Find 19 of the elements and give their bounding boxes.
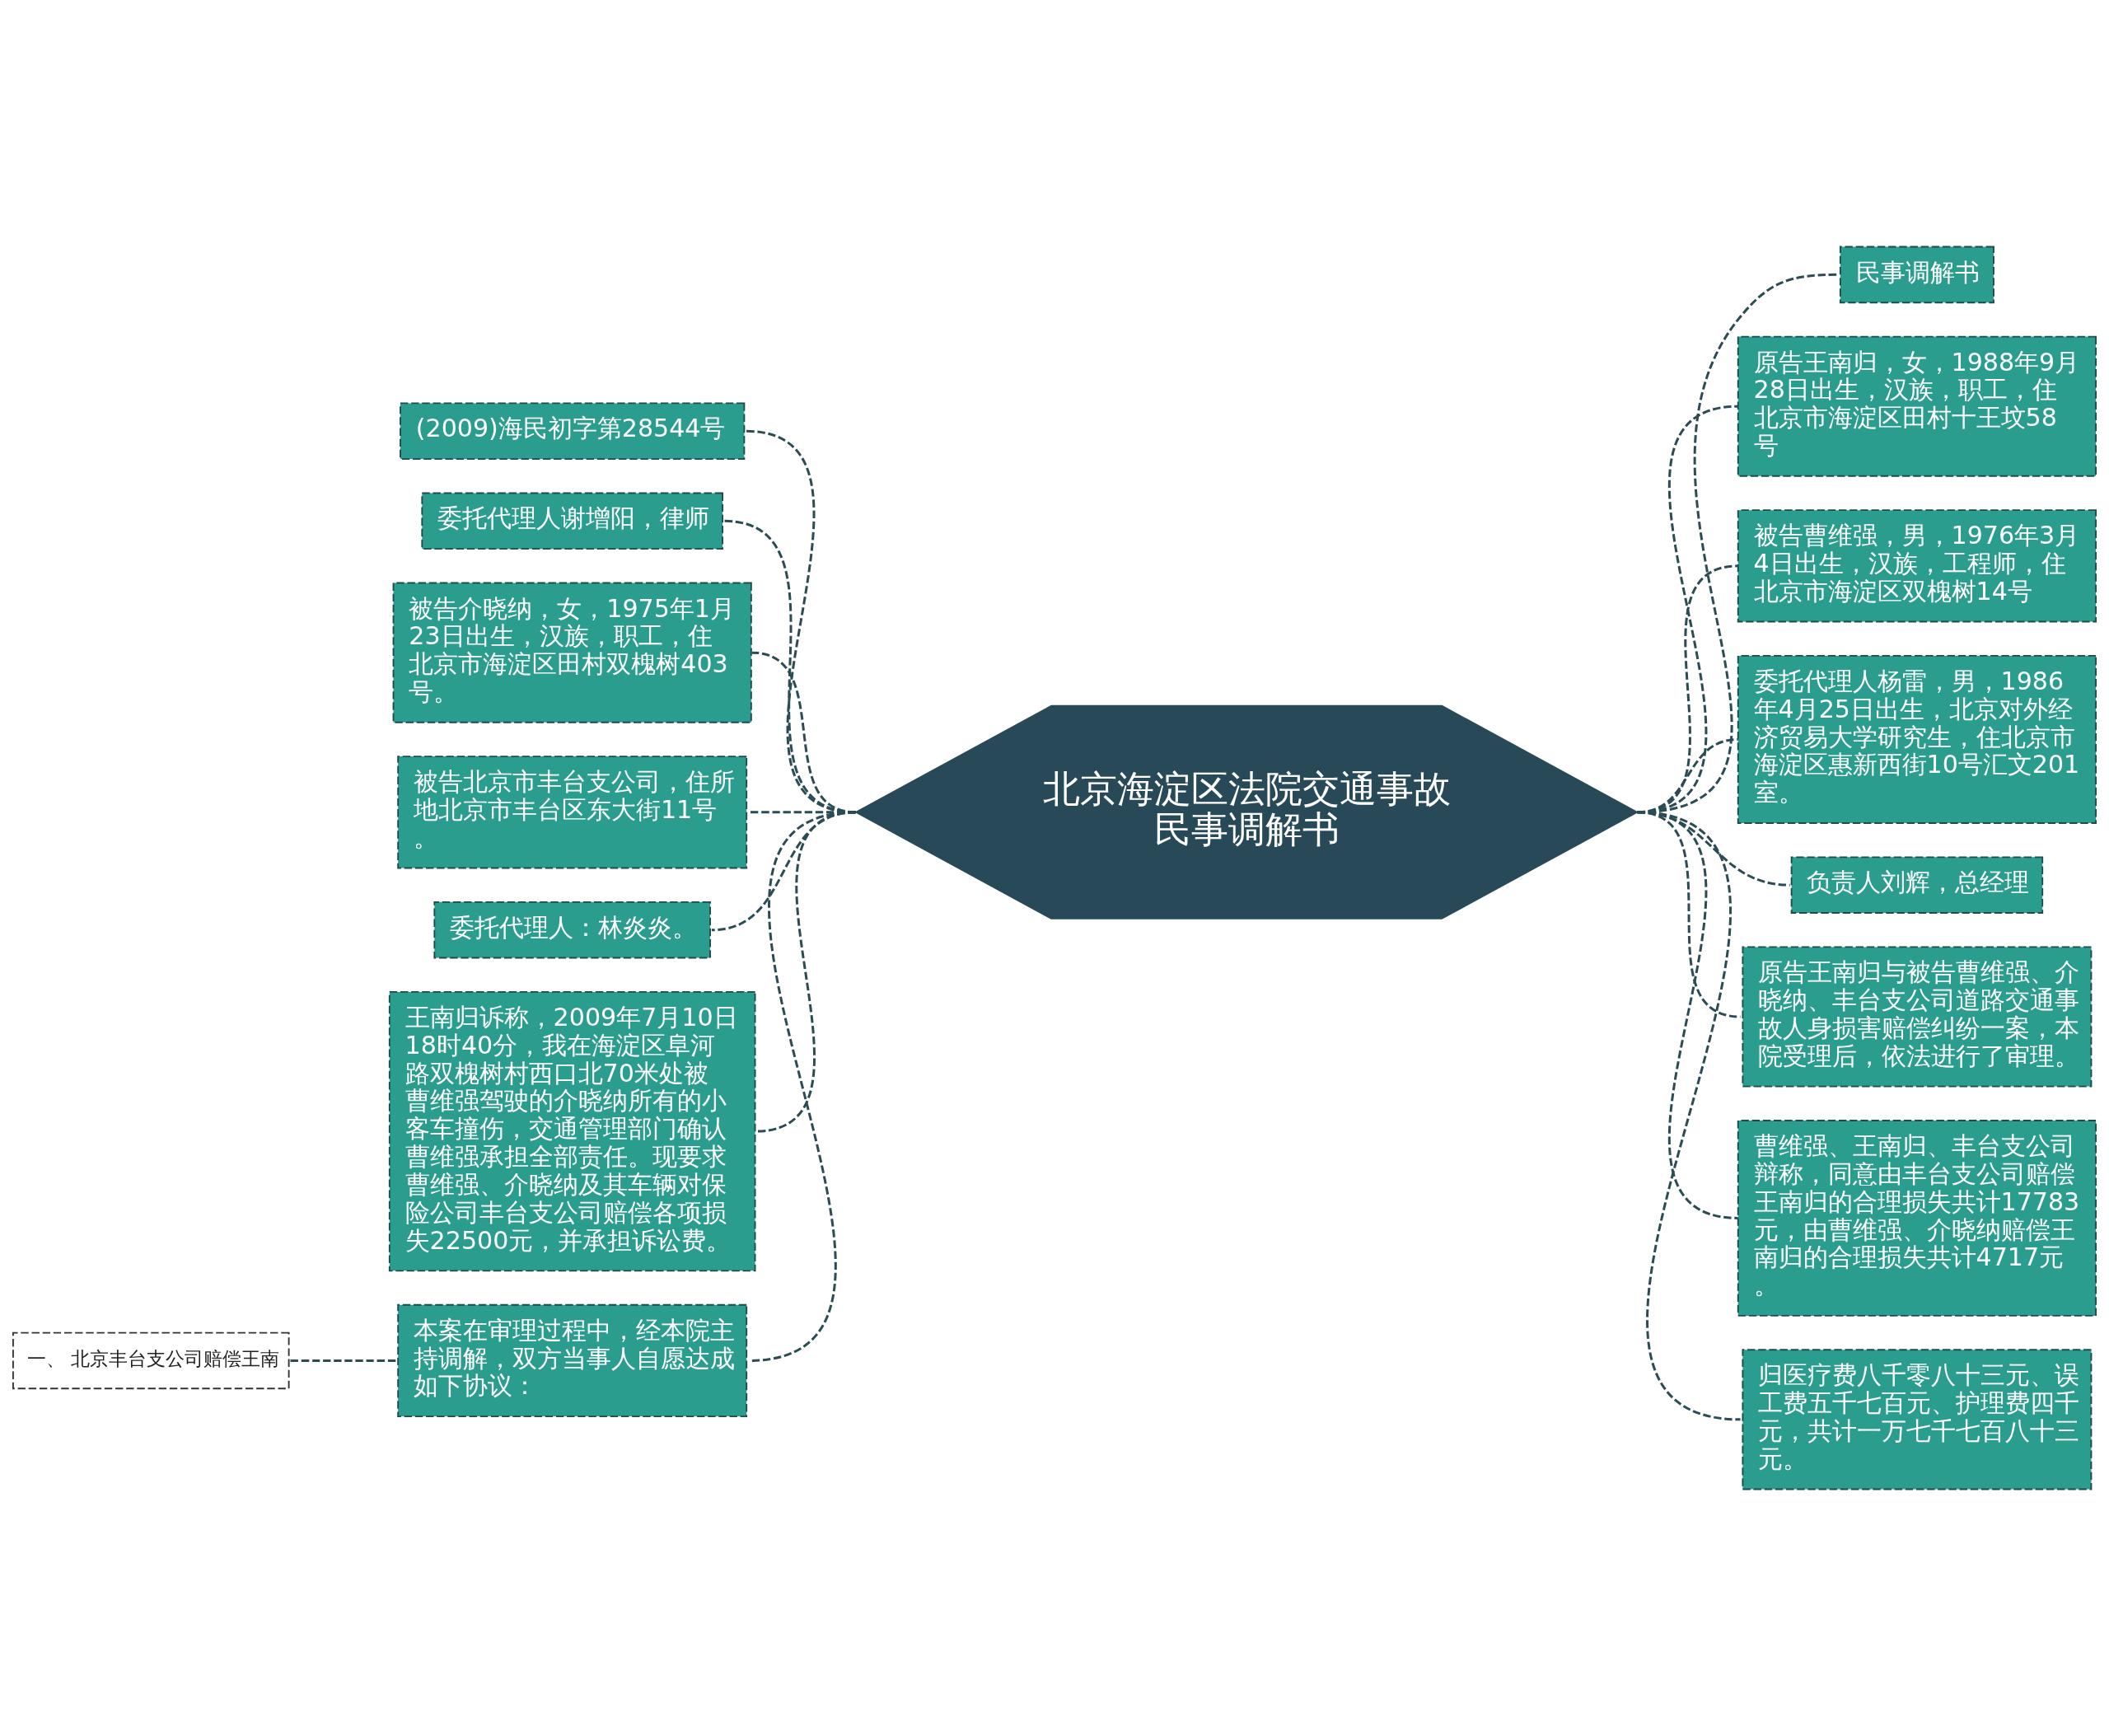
node-box: 民事调解书 [1839,246,1994,304]
node-box: 一、 北京丰台支公司赔偿王南 [12,1331,290,1390]
node-box: 被告曹维强，男，1976年3月4日出生，汉族，工程师，住北京市海淀区双槐树14号 [1737,509,2097,623]
node-box: 原告王南归与被告曹维强、介晓纳、丰台支公司道路交通事故人身损害赔偿纠纷一案，本院受理后，依法进行了审理。 [1742,946,2093,1088]
node-box: 本案在审理过程中，经本院主持调解，双方当事人自愿达成如下协议： [397,1303,748,1418]
node-box: (2009)海民初字第28544号 [400,402,746,461]
node-box: 归医疗费八千零八十三元、误工费五千七百元、护理费四千元，共计一万七千七百八十三元。 [1742,1349,2093,1490]
node-box: 被告北京市丰台支公司，住所地北京市丰台区东大街11号。 [397,756,748,869]
node-box: 原告王南归，女，1988年9月28日出生，汉族，职工，住北京市海淀区田村十王坟58号 [1737,335,2097,477]
node-box: 王南归诉称，2009年7月10日18时40分，我在海淀区阜河路双槐树村西口北70米处被曹维强驾驶的介晓纳所有的小客车撞伤，交通管理部门确认曹维强承担全部责任。现要求曹维强、介晓纳及其车辆对保险公司丰台支公司赔偿各项损失22500元，并承担诉讼费。 [388,991,756,1272]
connector [1637,811,1741,1421]
node-box: 委托代理人谢增阳，律师 [421,492,723,550]
node-box: 曹维强、王南归、丰台支公司辩称，同意由丰台支公司赔偿王南归的合理损失共计17783元，由曹维强、介晓纳赔偿王南归的合理损失共计4717元。 [1737,1120,2097,1317]
connector [288,1359,396,1362]
node-box: 委托代理人杨雷，男，1986年4月25日出生，北京对外经济贸易大学研究生，住北京市海淀区惠新西街10号汇文201室。 [1737,654,2097,824]
node-box: 被告介晓纳，女，1975年1月23日出生，汉族，职工，住北京市海淀区田村双槐树403号。 [392,582,752,723]
connector [748,811,857,1362]
node-box: 委托代理人：林炎炎。 [433,901,711,959]
node-box: 负责人刘辉，总经理 [1790,856,2044,914]
